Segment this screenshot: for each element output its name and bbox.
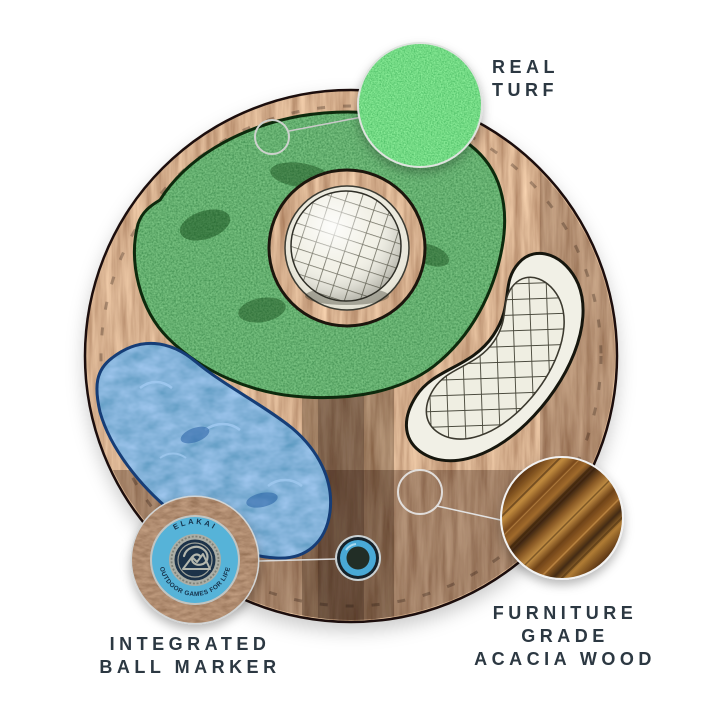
wood-swatch-grain (502, 458, 622, 578)
label-real-turf-line1: REAL (492, 57, 559, 77)
golf-hole (267, 168, 427, 328)
label-ball-marker-line1: INTEGRATED (109, 634, 271, 654)
label-ball-marker-line2: BALL MARKER (99, 657, 281, 677)
marker-wave-emblem (182, 545, 209, 566)
turf-swatch (357, 42, 483, 168)
label-real-turf-line2: TURF (492, 80, 558, 100)
callouts (254, 116, 506, 562)
callout-line-marker (258, 558, 336, 562)
callout-line-wood (436, 505, 506, 522)
callout-circle-turf (254, 119, 290, 155)
board-outline (83, 88, 619, 624)
callout-circle-wood (397, 469, 443, 515)
label-acacia-line3: ACACIA WOOD (474, 649, 656, 669)
wood-swatch (500, 456, 624, 580)
ball-marker-inlay (335, 535, 381, 581)
callout-line-turf (288, 116, 363, 132)
label-real-turf: REAL TURF (492, 56, 559, 102)
marker-mountain-emblem (182, 553, 211, 570)
marker-swatch: ELAKAI OUTDOOR GAMES FOR LIFE (130, 495, 260, 625)
sand-bunker (404, 251, 585, 463)
turf-green-outline (133, 110, 507, 400)
marker-coin (169, 534, 221, 586)
label-acacia-wood: FURNITURE GRADE ACACIA WOOD (440, 602, 690, 671)
label-integrated-ball-marker: INTEGRATED BALL MARKER (60, 633, 320, 679)
label-acacia-line1: FURNITURE (492, 603, 638, 623)
label-acacia-line2: GRADE (521, 626, 609, 646)
water-hazard (95, 342, 333, 560)
